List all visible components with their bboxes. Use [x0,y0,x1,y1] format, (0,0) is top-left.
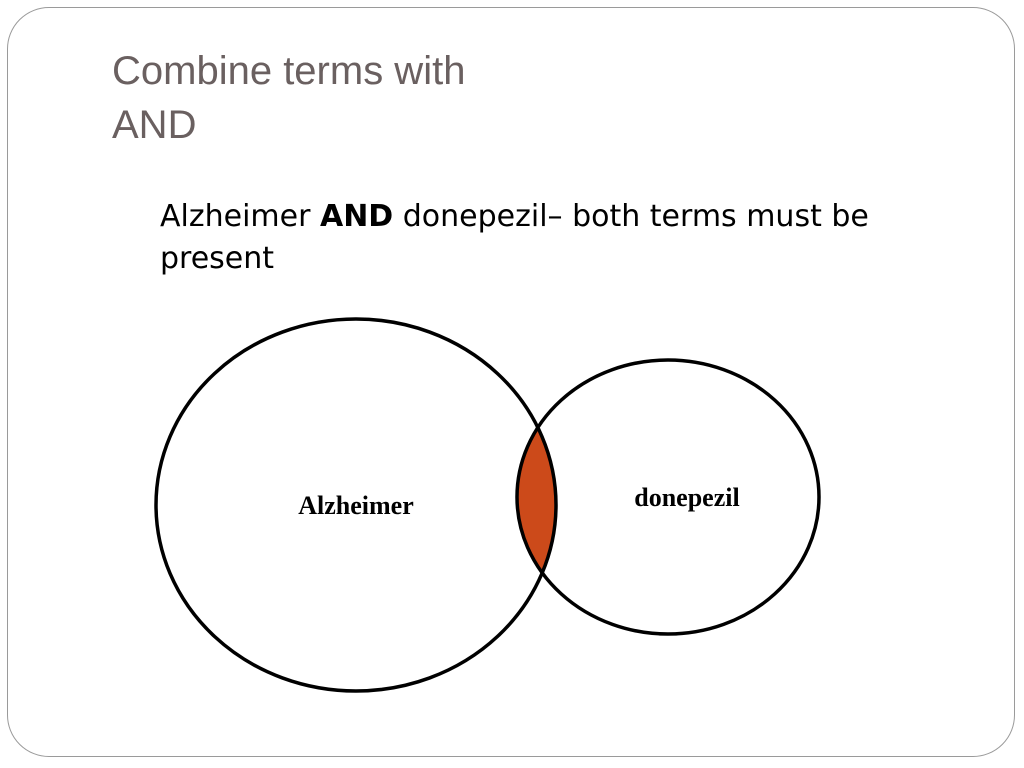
venn-label-alzheimer: Alzheimer [298,491,414,520]
venn-label-donepezil: donepezil [634,483,739,512]
venn-circle-donepezil [515,358,821,636]
body-operator-and: AND [319,199,394,234]
body-term-alzheimer: Alzheimer [160,199,311,234]
body-term-donepezil-description: donepezil– both terms must be present [160,199,869,276]
slide-title-line-1: Combine terms with [112,49,466,93]
venn-circle-alzheimer [154,317,558,693]
slide-body-text: Alzheimer AND donepezil– both terms must… [160,196,950,280]
slide-title: Combine terms with AND [112,44,465,152]
slide-frame [7,7,1015,757]
slide-title-line-2: AND [112,103,197,147]
